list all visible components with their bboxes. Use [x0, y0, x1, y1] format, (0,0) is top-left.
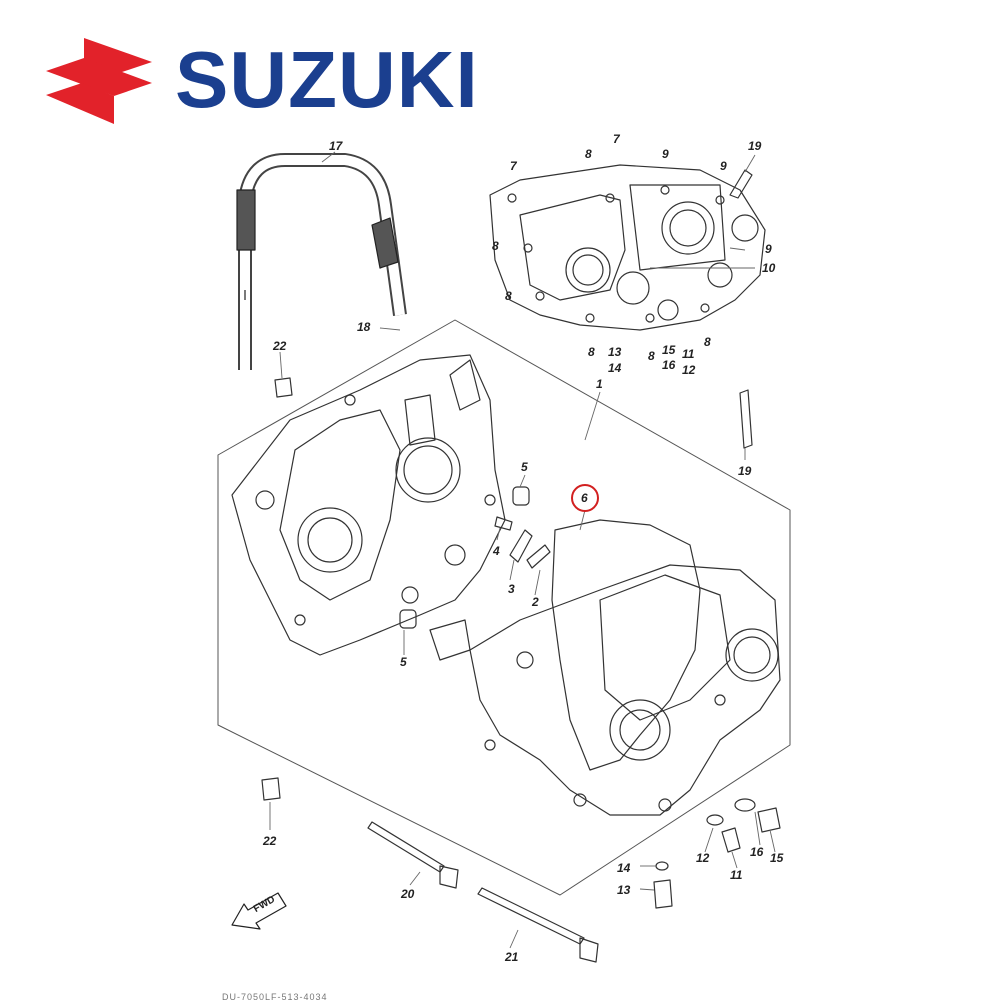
- brand-wordmark: SUZUKI: [175, 35, 479, 124]
- part-label[interactable]: 19: [738, 464, 752, 478]
- part-label[interactable]: 15: [770, 851, 784, 865]
- drain-parts: [653, 798, 781, 909]
- part-label[interactable]: 8: [704, 335, 711, 349]
- part-label[interactable]: 8: [492, 239, 499, 253]
- highlight-circle: [571, 484, 599, 512]
- part-label[interactable]: 15: [662, 343, 676, 357]
- part-17-handle: [236, 153, 407, 370]
- part-label[interactable]: 12: [696, 851, 710, 865]
- part-label[interactable]: 2: [532, 595, 539, 609]
- drawing-code: DU-7050LF-513-4034: [222, 992, 328, 1002]
- part-label[interactable]: 5: [521, 460, 528, 474]
- crankcase-right-half: [469, 564, 781, 816]
- part-label[interactable]: 7: [510, 159, 517, 173]
- part-label[interactable]: 16: [662, 358, 676, 372]
- part-label[interactable]: 9: [765, 242, 772, 256]
- part-label[interactable]: 18: [357, 320, 371, 334]
- part-label[interactable]: 19: [748, 139, 762, 153]
- part-label[interactable]: 13: [608, 345, 622, 359]
- part-label[interactable]: 22: [263, 834, 277, 848]
- part-label[interactable]: 3: [508, 582, 515, 596]
- assembly-frame: [217, 319, 791, 896]
- part-label[interactable]: 11: [730, 868, 743, 882]
- part-label[interactable]: 17: [329, 139, 343, 153]
- part-label[interactable]: 16: [750, 845, 764, 859]
- fwd-arrow-icon: [231, 892, 287, 930]
- part-label[interactable]: 13: [617, 883, 631, 897]
- part-label[interactable]: 4: [493, 544, 500, 558]
- part-label[interactable]: 8: [588, 345, 595, 359]
- crankcase-right-view: [489, 164, 766, 331]
- part-label[interactable]: 8: [505, 289, 512, 303]
- part-label[interactable]: 6: [581, 491, 588, 505]
- bolts: [367, 821, 599, 963]
- part-label[interactable]: 12: [682, 363, 696, 377]
- part-label[interactable]: 14: [608, 361, 622, 375]
- part-label[interactable]: 9: [662, 147, 669, 161]
- crankcase-left-half: [231, 354, 506, 656]
- part-label[interactable]: 9: [720, 159, 727, 173]
- part-label[interactable]: 11: [682, 347, 695, 361]
- part-label[interactable]: 22: [273, 339, 287, 353]
- part-label[interactable]: 5: [400, 655, 407, 669]
- part-label[interactable]: 7: [613, 132, 620, 146]
- part-label[interactable]: 8: [648, 349, 655, 363]
- part-label[interactable]: 21: [505, 950, 519, 964]
- part-label[interactable]: 20: [401, 887, 415, 901]
- part-label[interactable]: 14: [617, 861, 631, 875]
- part-label[interactable]: 1: [596, 377, 603, 391]
- part-label[interactable]: 8: [585, 147, 592, 161]
- leader-lines: [269, 151, 776, 949]
- suzuki-s-logo-icon: [46, 38, 152, 124]
- part-label[interactable]: 10: [762, 261, 776, 275]
- small-parts: [261, 377, 753, 801]
